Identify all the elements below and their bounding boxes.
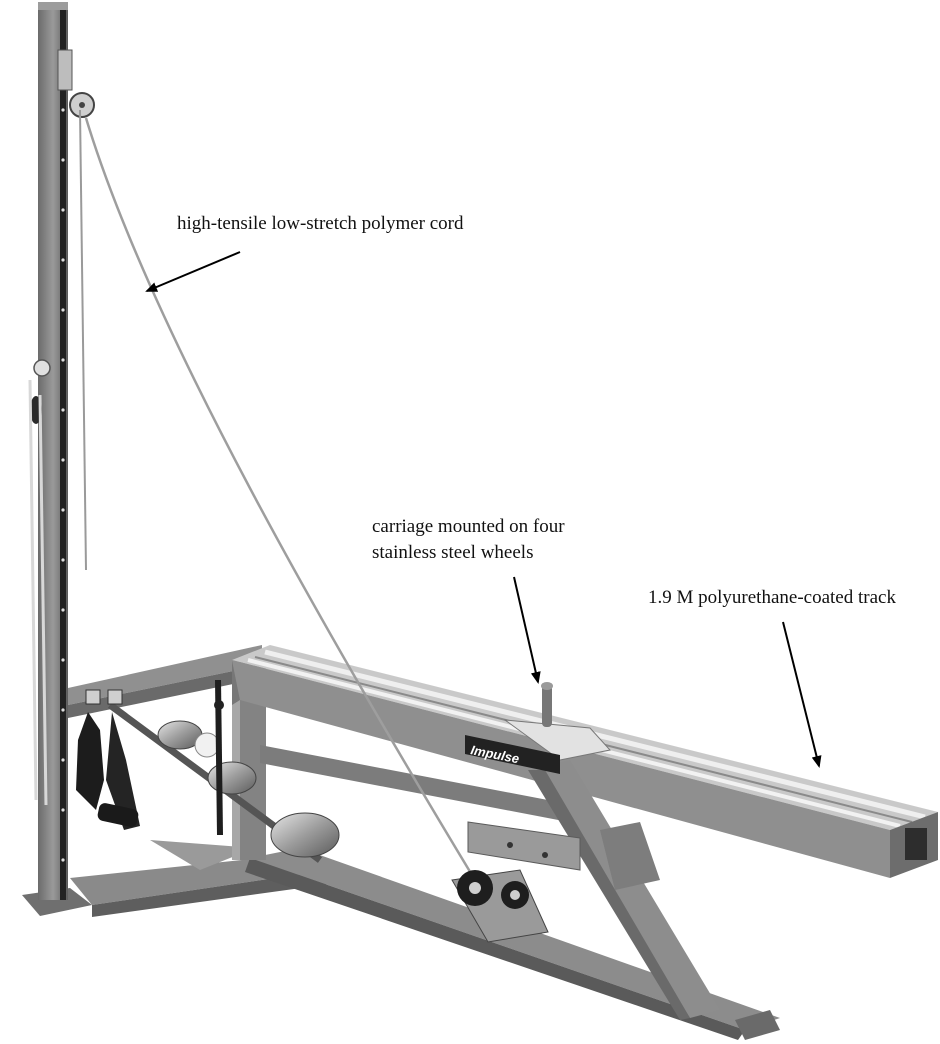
front-legs [467, 760, 720, 1020]
weight-plates [107, 679, 340, 863]
carriage-annotation: carriage mounted on four stainless steel… [372, 514, 565, 566]
cord-annotation: high-tensile low-stretch polymer cord [177, 213, 464, 234]
cord-arrow [145, 251, 241, 292]
base-frame [22, 840, 780, 1040]
handles [76, 689, 140, 830]
track-arrow [782, 621, 822, 768]
polymer-cord [84, 117, 477, 881]
carriage-annotation-line2: stainless steel wheels [372, 542, 534, 563]
carriage-annotation-line1: carriage mounted on four [372, 516, 565, 537]
carriage [503, 682, 611, 761]
vertical-post [28, 2, 95, 900]
carriage-arrow [513, 576, 541, 684]
track-annotation: 1.9 M polyurethane-coated track [648, 587, 896, 608]
base-pulley [451, 869, 549, 943]
